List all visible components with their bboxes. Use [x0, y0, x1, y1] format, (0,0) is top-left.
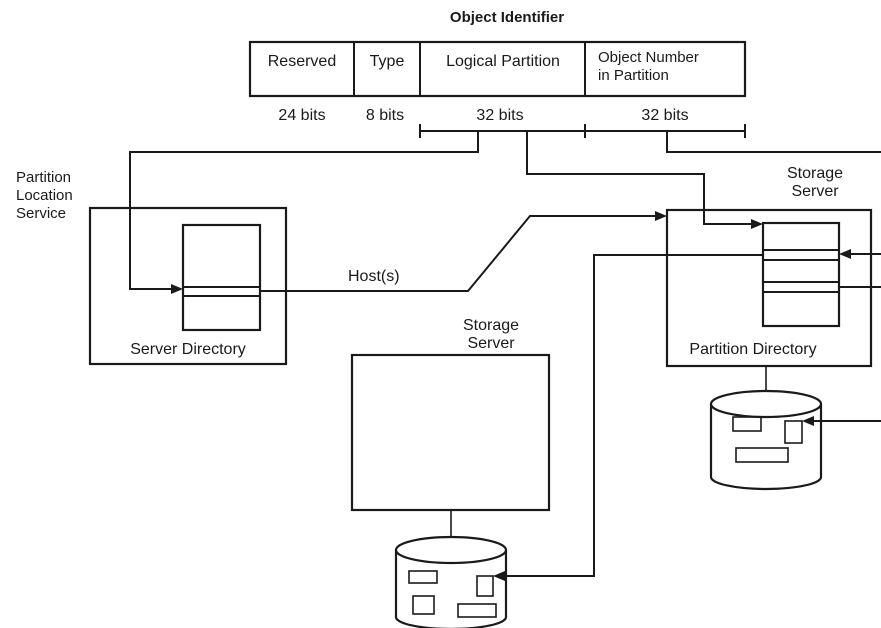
logical-partition-to-partition-directory-line	[526, 131, 760, 225]
field-reserved-bits: 24 bits	[278, 107, 325, 124]
object-number-line	[666, 131, 881, 153]
server-directory-label: Server Directory	[130, 341, 246, 358]
server-directory-table	[181, 223, 262, 332]
field-object-number-bits: 32 bits	[641, 107, 688, 124]
arrow-head	[171, 284, 183, 294]
arrow-head	[802, 416, 814, 426]
object-identifier-fields: Reserved Type Logical Partition Object N…	[248, 40, 747, 124]
storage-server-right-label: Server	[791, 183, 839, 200]
partition-location-service-label: Location	[16, 187, 73, 204]
field-object-number-label: Object Number	[598, 49, 699, 66]
object-identifier-box	[248, 40, 747, 98]
storage-server-middle-label: Storage	[463, 317, 519, 334]
storage-server-middle-label: Server	[467, 335, 515, 352]
field-type-label: Type	[370, 53, 405, 70]
partition-location-service-label: Partition	[16, 169, 71, 186]
arrow-head	[493, 571, 505, 581]
hosts-line	[260, 215, 664, 292]
partition-directory-label: Partition Directory	[689, 341, 816, 358]
field-logical-partition-bits: 32 bits	[476, 107, 523, 124]
logical-partition-to-server-directory-line	[129, 131, 479, 290]
storage-server-middle-box	[350, 353, 551, 512]
field-type-bits: 8 bits	[366, 107, 404, 124]
arrow-head	[839, 249, 851, 259]
partition-directory-table	[761, 221, 841, 328]
storage-server-right-label: Storage	[787, 165, 843, 182]
hosts-label: Host(s)	[348, 268, 400, 285]
object-identifier-title: Object Identifier	[450, 9, 564, 26]
arrow-head	[751, 219, 763, 229]
field-object-number-label: in Partition	[598, 67, 669, 84]
disk-icon-right	[709, 389, 823, 491]
field-logical-partition-label: Logical Partition	[446, 53, 560, 70]
arrow-head	[655, 211, 667, 221]
disk-icon-middle	[394, 535, 508, 628]
directory-to-middle-disk-line	[497, 254, 763, 577]
field-reserved-label: Reserved	[268, 53, 336, 70]
partition-location-service-label: Service	[16, 205, 66, 222]
bit-range-bracket	[419, 124, 746, 138]
